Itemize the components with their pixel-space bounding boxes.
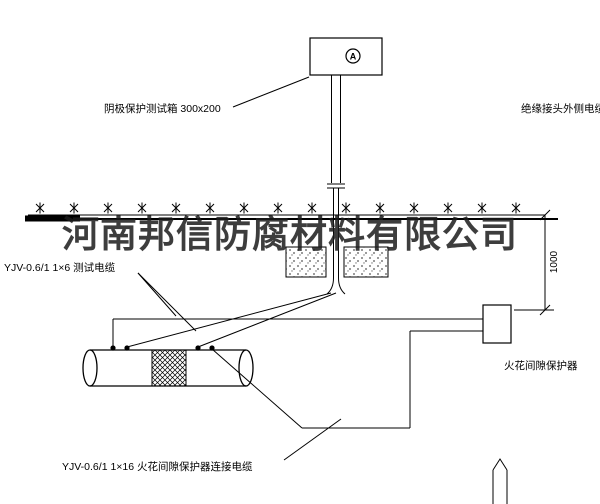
spark-gap-label: 火花间隙保护器: [504, 359, 578, 372]
conduit-riser: [326, 75, 346, 295]
connection-cable-label: YJV-0.6/1 1×16 火花间隙保护器连接电缆: [62, 460, 253, 473]
insulating-joint: [151, 349, 187, 387]
concrete-blocks: [285, 246, 389, 278]
outer-cable-label: 绝缘接头外侧电缆: [521, 102, 600, 115]
spark-gap-cables: [112, 318, 483, 429]
spark-gap-protector-box: [482, 304, 512, 344]
test-box-label: 阴极保护测试箱 300x200: [104, 102, 221, 115]
ammeter-symbol: [345, 48, 361, 64]
test-cables: [126, 292, 337, 348]
dimension-value: 1000: [549, 250, 560, 273]
ground-hatch-marks: [35, 202, 521, 214]
leader-lines: [137, 76, 342, 461]
watermark: 河南邦信防腐材料有限公司: [25, 214, 558, 256]
cathodic-test-box: [309, 37, 383, 76]
dimension-line: [514, 209, 554, 316]
test-cable-label: YJV-0.6/1 1×6 测试电缆: [4, 261, 116, 274]
cable-weld-dots: [110, 345, 215, 351]
pipeline: [82, 349, 254, 387]
ammeter-letter: A: [350, 52, 357, 62]
watermark-text: 河南邦信防腐材料有限公司: [62, 214, 518, 256]
section-marker-symbol: [492, 458, 508, 504]
